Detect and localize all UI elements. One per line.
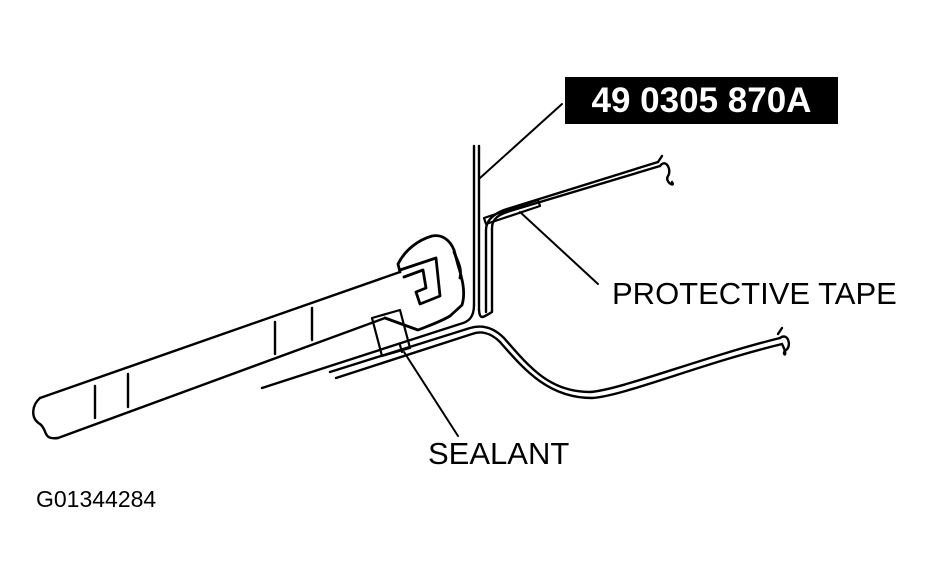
tool-number-text: 49 0305 870A bbox=[591, 81, 812, 120]
leader-lines bbox=[403, 103, 599, 437]
figure-id: G01344284 bbox=[36, 486, 157, 512]
protective-tape-label: PROTECTIVE TAPE bbox=[612, 276, 897, 311]
tool-number-badge: 49 0305 870A bbox=[565, 77, 838, 124]
molding-strip bbox=[32, 270, 402, 440]
protective-tape-strip bbox=[482, 198, 542, 226]
molding-head bbox=[383, 234, 466, 332]
body-panel-flanges bbox=[260, 144, 791, 400]
sealant-label: SEALANT bbox=[428, 436, 570, 471]
